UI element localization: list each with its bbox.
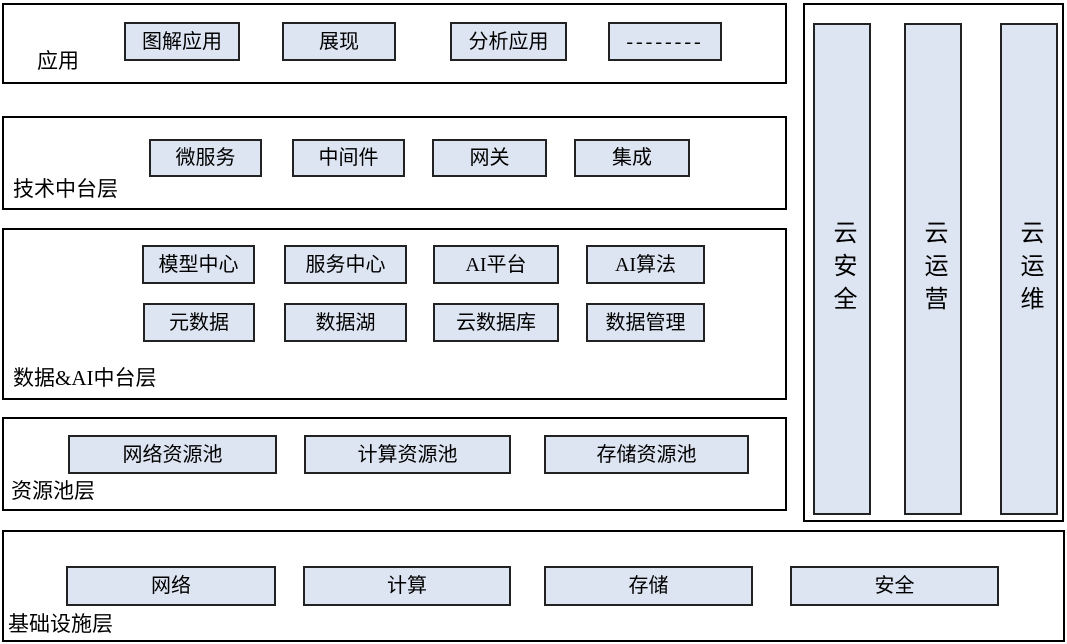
- node-analysis-application: 分析应用: [450, 22, 567, 61]
- node-network: 网络: [66, 566, 276, 606]
- layer-application: 应用 图解应用 展现 分析应用 --------: [2, 3, 787, 84]
- node-microservice: 微服务: [149, 139, 262, 177]
- layer-resource-pool: 资源池层 网络资源池 计算资源池 存储资源池: [2, 417, 787, 511]
- node-storage: 存储: [544, 566, 753, 606]
- node-integration: 集成: [574, 139, 690, 177]
- node-security: 安全: [790, 566, 999, 606]
- vbar-cloud-operation: 云运营: [904, 23, 962, 515]
- vbar-cloud-maintenance-label: 云运维: [1016, 219, 1042, 319]
- layer-label-tech-middle-platform: 技术中台层: [13, 176, 118, 201]
- node-compute: 计算: [303, 566, 511, 606]
- node-compute-resource-pool: 计算资源池: [304, 435, 511, 474]
- layer-label-resource-pool: 资源池层: [11, 478, 95, 503]
- node-diagram-application: 图解应用: [124, 22, 240, 61]
- layer-label-application: 应用: [37, 48, 79, 73]
- node-gateway: 网关: [432, 139, 547, 177]
- node-cloud-database: 云数据库: [433, 303, 559, 342]
- vbar-cloud-operation-label: 云运营: [920, 219, 946, 319]
- node-placeholder-dashes: --------: [608, 22, 722, 61]
- node-service-center: 服务中心: [284, 245, 407, 284]
- side-panel-cloud-ops: 云安全 云运营 云运维: [803, 3, 1064, 522]
- layer-data-ai-middle-platform: 数据&AI中台层 模型中心 服务中心 AI平台 AI算法 元数据 数据湖 云数据…: [2, 228, 787, 400]
- node-storage-resource-pool: 存储资源池: [544, 435, 749, 474]
- vbar-cloud-maintenance: 云运维: [1000, 23, 1058, 515]
- layer-label-data-ai-middle-platform: 数据&AI中台层: [13, 365, 157, 390]
- node-data-management: 数据管理: [586, 303, 705, 342]
- vbar-cloud-security: 云安全: [813, 23, 871, 515]
- node-middleware: 中间件: [292, 139, 405, 177]
- node-ai-platform: AI平台: [433, 245, 559, 284]
- layer-label-infrastructure: 基础设施层: [8, 611, 113, 636]
- node-presentation: 展现: [282, 22, 396, 61]
- vbar-cloud-security-label: 云安全: [829, 219, 855, 319]
- layer-infrastructure: 基础设施层 网络 计算 存储 安全: [2, 530, 1065, 642]
- layer-tech-middle-platform: 技术中台层 微服务 中间件 网关 集成: [2, 116, 787, 210]
- node-ai-algorithm: AI算法: [586, 245, 705, 284]
- node-model-center: 模型中心: [142, 245, 255, 284]
- node-metadata: 元数据: [143, 303, 255, 342]
- node-data-lake: 数据湖: [284, 303, 407, 342]
- node-network-resource-pool: 网络资源池: [68, 435, 277, 474]
